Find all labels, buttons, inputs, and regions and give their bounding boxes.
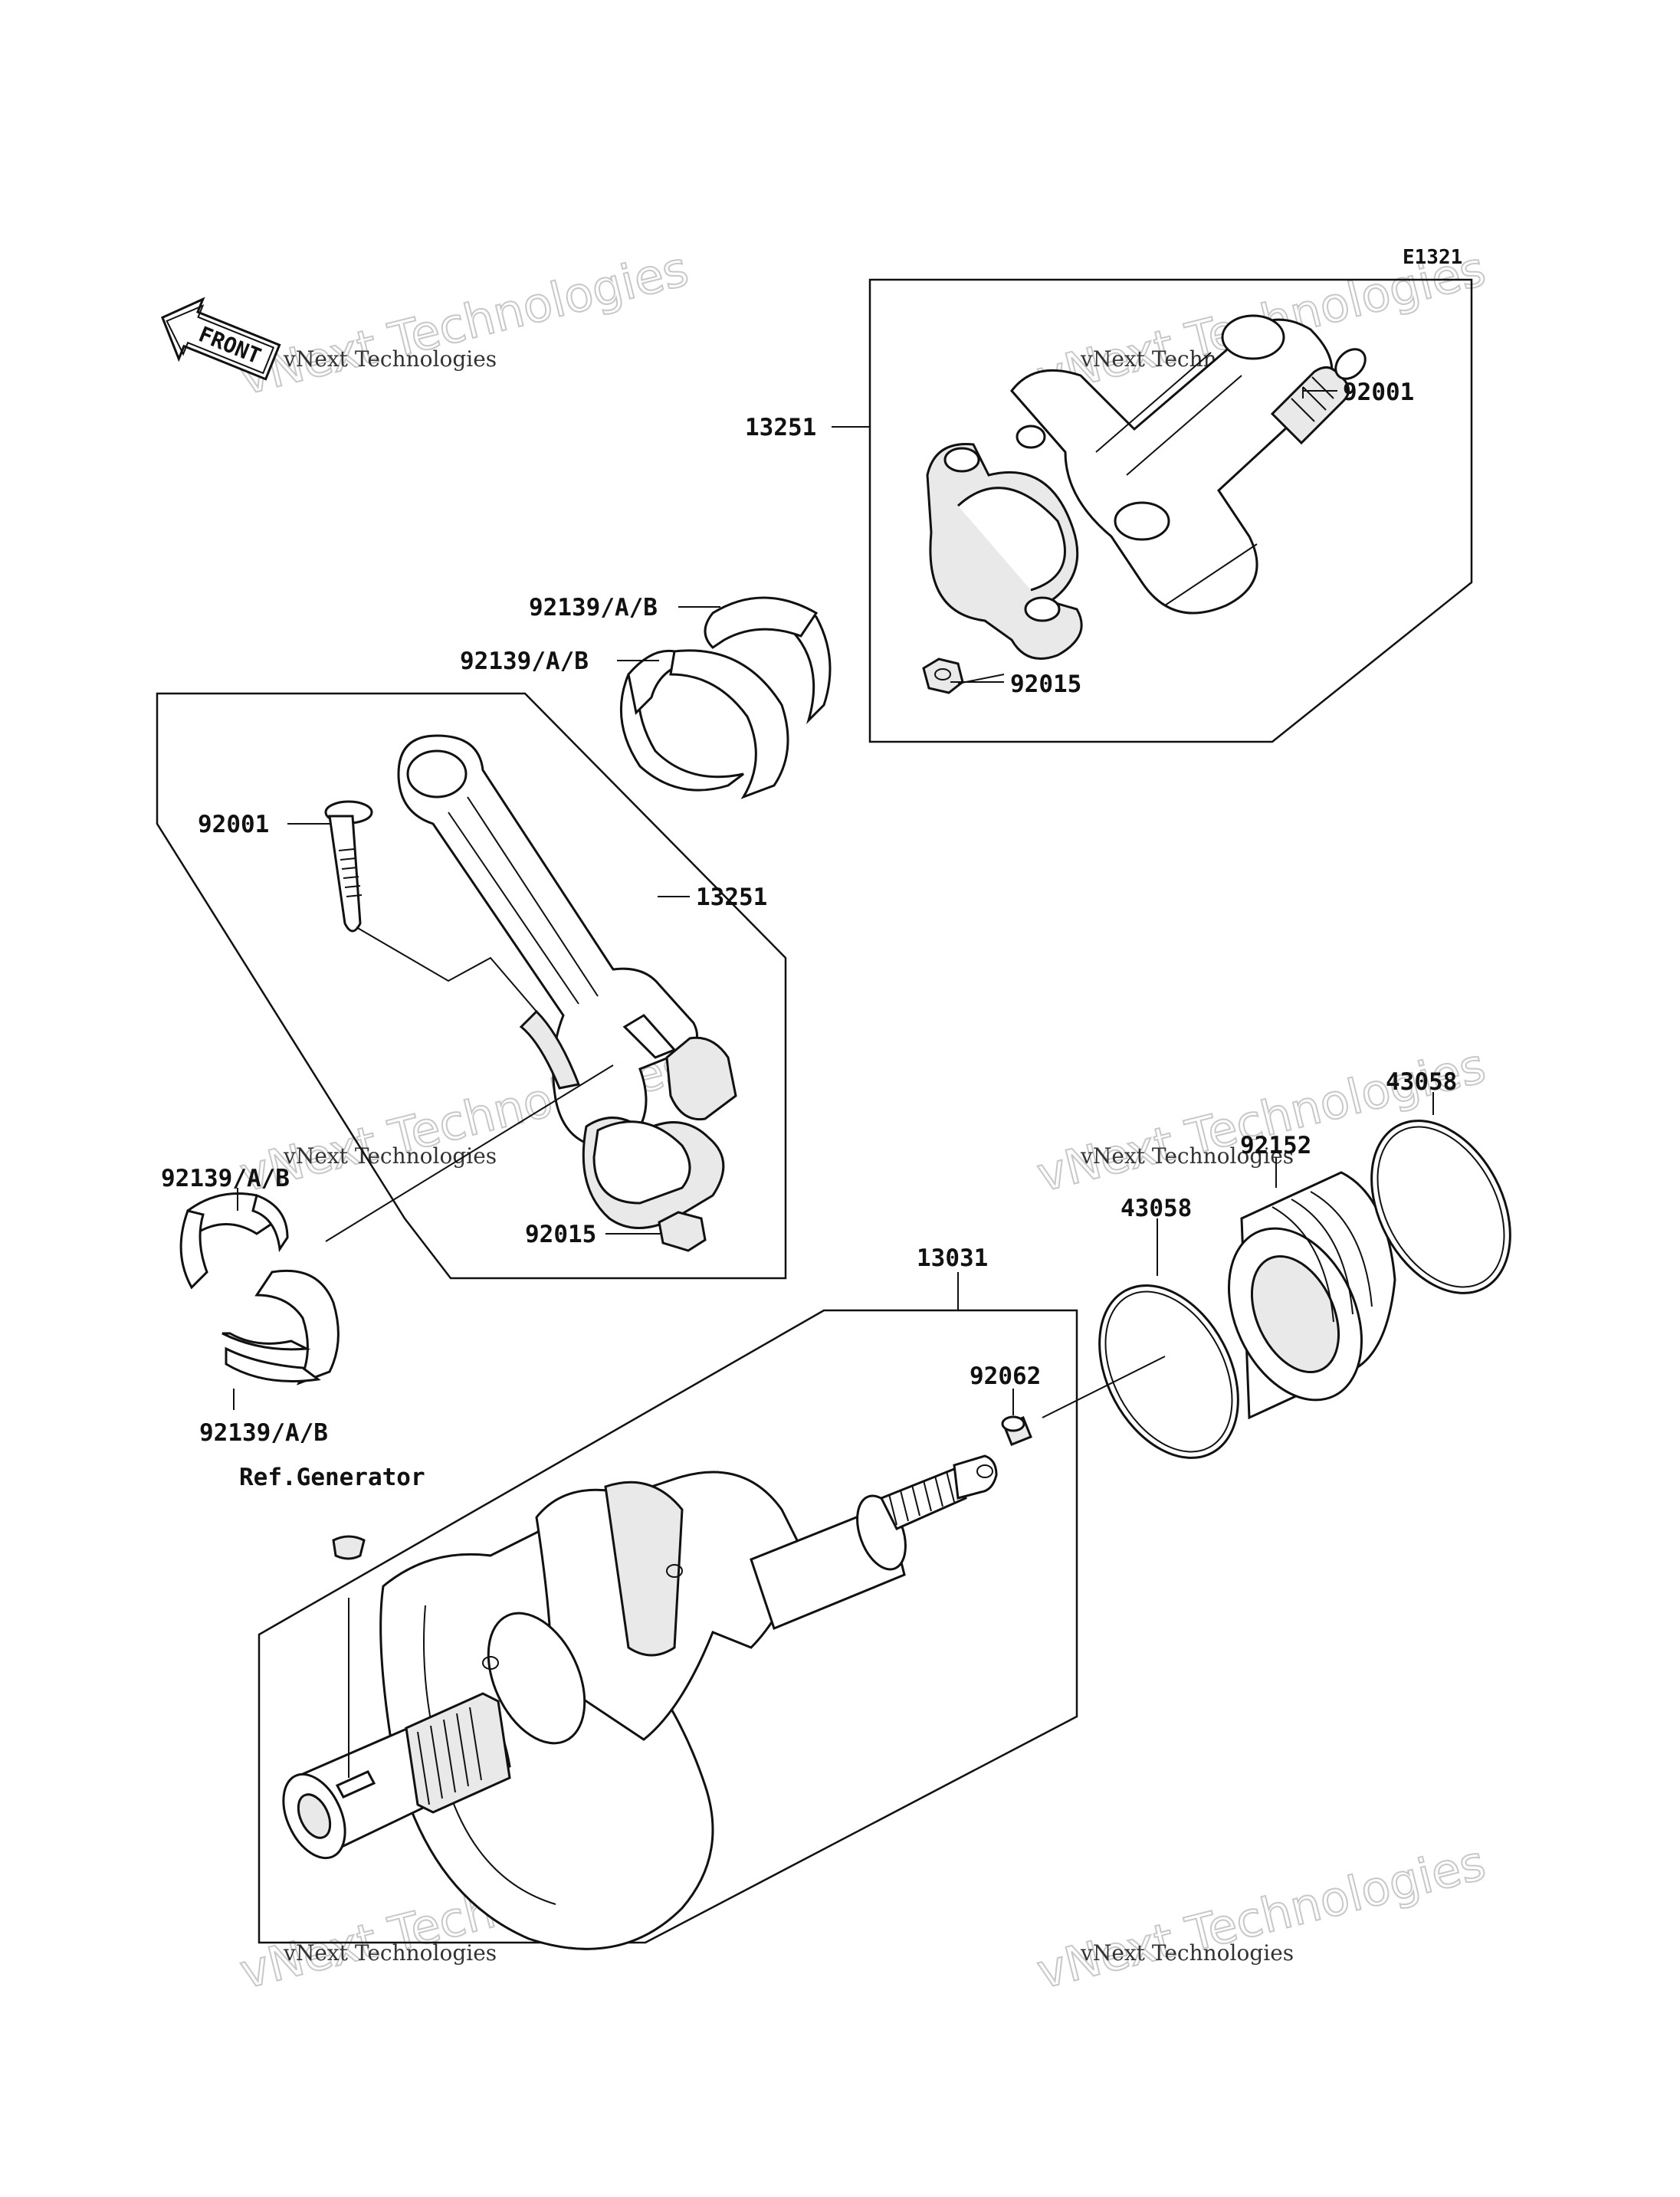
watermark-text: vNext Technologies <box>1080 1940 1294 1966</box>
nut-top-part <box>922 657 964 694</box>
ring-left-part <box>1042 1218 1239 1459</box>
connecting-rod-top <box>926 314 1367 660</box>
watermark-text: vNext Technologies <box>283 346 497 372</box>
watermark-top-left: vNext Technologies vNext Technologies <box>234 240 694 407</box>
callout-plug: 92062 <box>970 1362 1041 1390</box>
watermark-text-large: vNext Technologies <box>235 241 694 406</box>
callout-nut-top: 92015 <box>1010 671 1081 698</box>
callout-seal: 92152 <box>1240 1132 1311 1159</box>
plug-part <box>1001 1389 1032 1446</box>
bearing-shell-top-2 <box>619 649 789 799</box>
group-box-mid-rod <box>156 692 787 1280</box>
watermark-bottom-right: vNext Technologies vNext Technologies <box>1031 1834 1491 2001</box>
connecting-rod-mid <box>397 734 698 1147</box>
callout-bearing-left-2: 92139/A/B <box>199 1419 328 1447</box>
rod-cap-mid-part <box>582 1036 737 1229</box>
callout-rod-mid: 13251 <box>696 884 767 911</box>
woodruff-key-part <box>332 1535 366 1778</box>
diagram-code: E1321 <box>1403 246 1462 269</box>
bearing-shell-left-2 <box>221 1269 340 1385</box>
bearing-shell-left-1 <box>179 1192 289 1290</box>
callout-bearing-top-1: 92139/A/B <box>529 594 658 621</box>
ring-right-part <box>1370 1092 1511 1294</box>
callout-bearing-top-2: 92139/A/B <box>460 648 589 675</box>
group-box-crankshaft <box>258 1309 1078 1944</box>
callout-ref-generator: Ref.Generator <box>239 1464 425 1491</box>
callout-ring-right: 43058 <box>1386 1068 1457 1096</box>
watermark-text: vNext Technologies <box>283 1143 497 1169</box>
callout-bolt-top: 92001 <box>1343 379 1414 406</box>
bolt-mid-part <box>324 800 537 1012</box>
callout-ring-left: 43058 <box>1121 1195 1192 1222</box>
callout-nut-mid: 92015 <box>525 1221 596 1248</box>
watermark-text: vNext Technologies <box>1080 1143 1294 1169</box>
oil-seal-part <box>1227 1157 1396 1420</box>
group-box-top-rod <box>868 278 1473 743</box>
nut-mid-part <box>605 1211 707 1252</box>
callout-bolt-mid: 92001 <box>198 811 269 838</box>
callout-crankshaft: 13031 <box>917 1244 988 1272</box>
callout-rod-top: 13251 <box>745 414 816 441</box>
watermark-text-large: vNext Technologies <box>1032 1835 1491 2000</box>
callout-bearing-left-1: 92139/A/B <box>161 1165 290 1192</box>
front-arrow-icon: FRONT <box>160 297 281 381</box>
bearing-shell-top <box>704 596 832 725</box>
watermark-text: vNext Technologies <box>283 1940 497 1966</box>
crankshaft-part <box>282 1454 998 1950</box>
